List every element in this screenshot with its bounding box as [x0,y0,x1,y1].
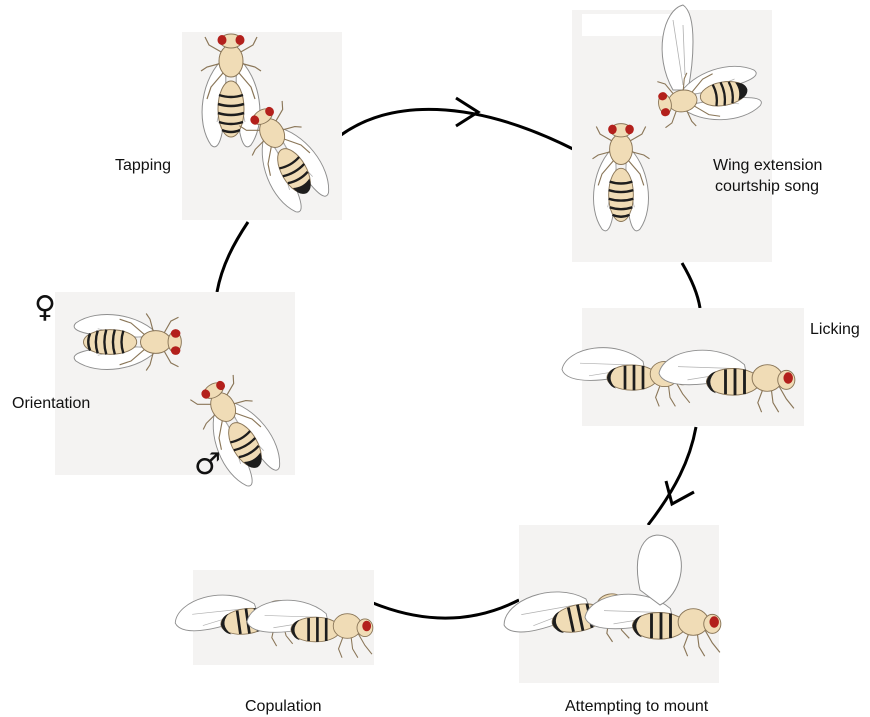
wing-extension-illustration [572,5,772,262]
label-licking: Licking [810,320,860,340]
label-copulation: Copulation [245,697,322,717]
arrowhead-right [666,481,694,504]
arc-mount-to-copulation [373,600,519,618]
label-attempting-to-mount: Attempting to mount [565,697,708,717]
label-courtship-song: courtship song [715,177,819,197]
copulation-illustration [172,570,374,665]
male-symbol: ♂ [194,450,221,480]
label-orientation: Orientation [12,394,90,414]
label-tapping: Tapping [115,156,171,176]
orientation-illustration [55,292,295,492]
arc-tapping-to-wing [341,109,575,150]
female-symbol: ♀ [34,293,56,323]
licking-illustration [562,308,804,426]
tapping-illustration [182,32,342,220]
arc-licking-to-mount [648,427,696,525]
mount-illustration [499,525,721,683]
arc-orientation-to-tapping [217,222,248,292]
label-wing-extension: Wing extension [713,156,822,176]
arc-wing-to-licking [682,263,700,308]
